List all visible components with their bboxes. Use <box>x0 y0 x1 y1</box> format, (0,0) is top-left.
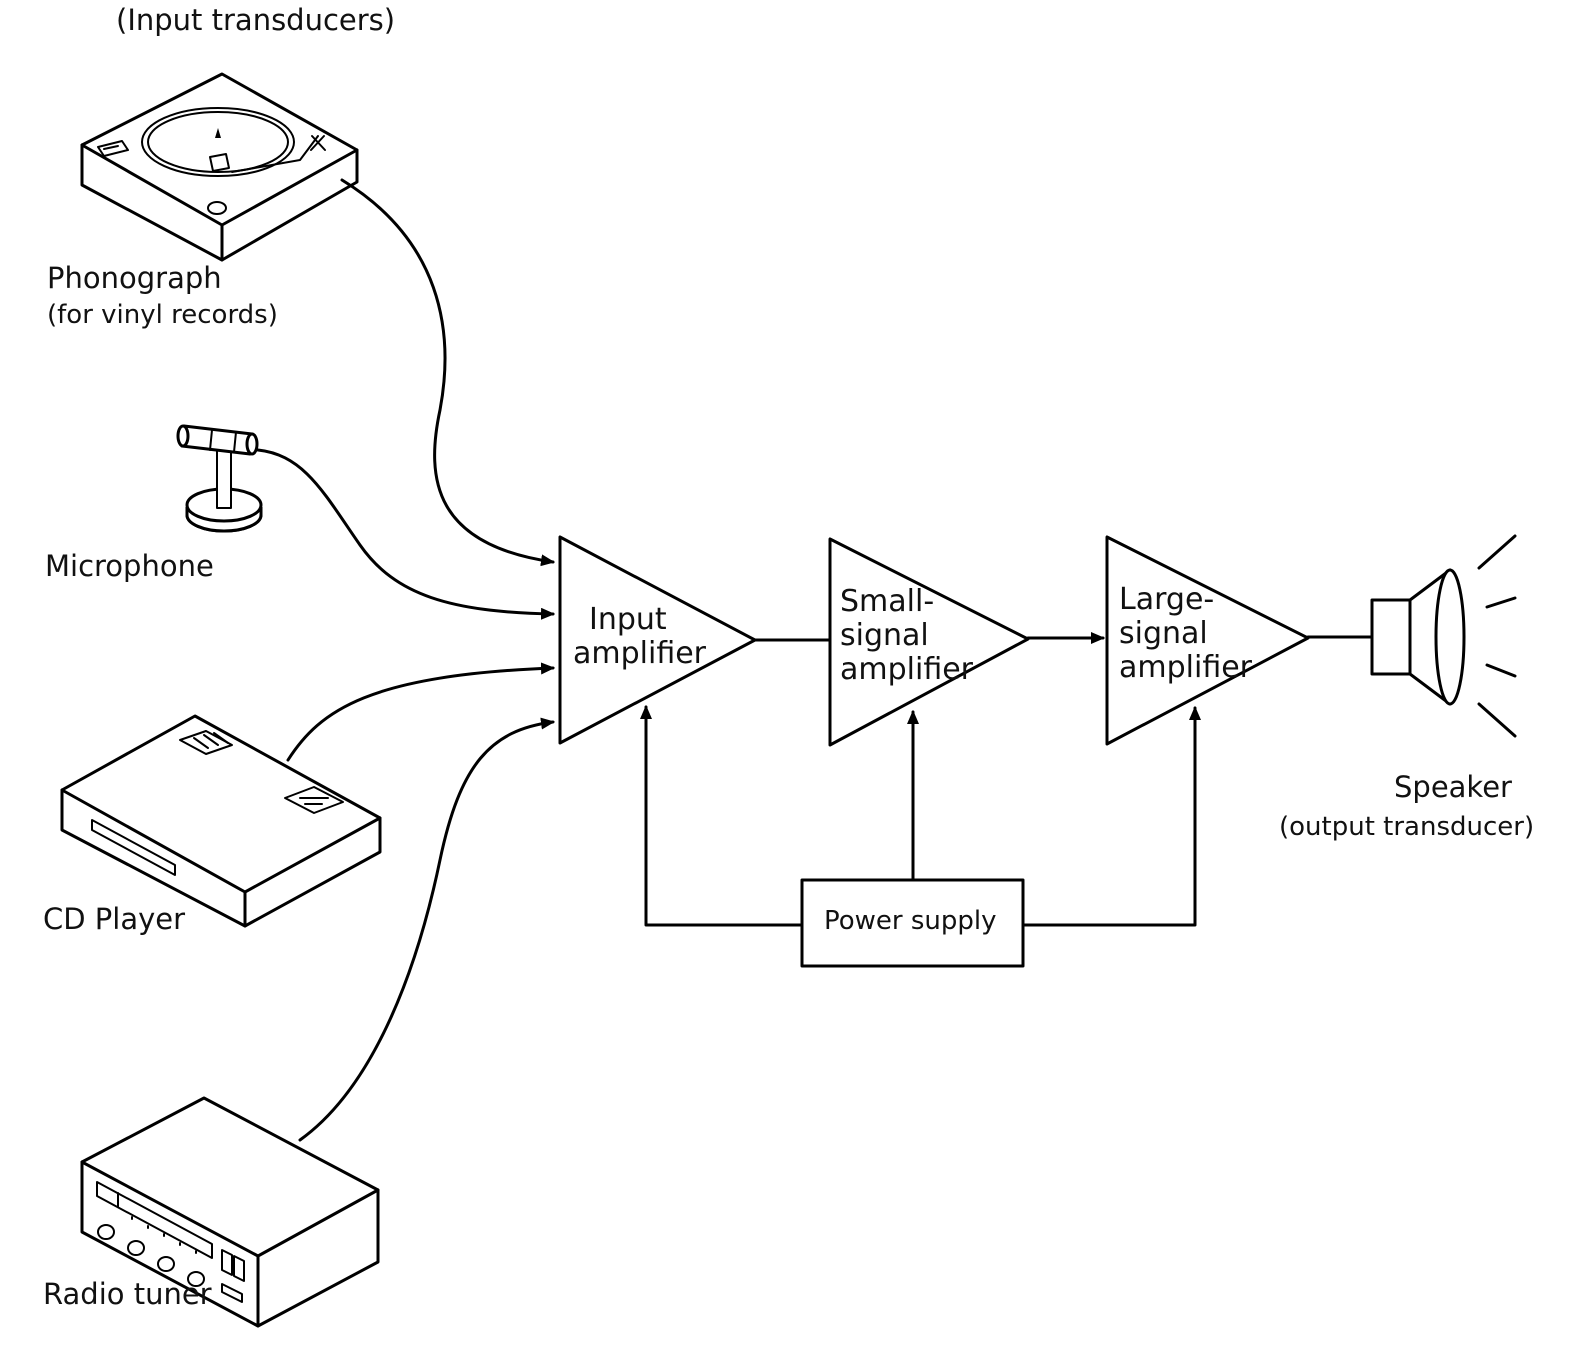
power-supply-label: Power supply <box>824 906 997 936</box>
large-signal-amplifier-symbol <box>1105 535 1310 746</box>
small-signal-line1: Small- <box>840 584 935 619</box>
input-transducers-title: (Input transducers) <box>116 3 396 37</box>
speaker-icon <box>1370 534 1517 738</box>
phonograph-icon <box>80 72 359 262</box>
microphone-label: Microphone <box>45 549 214 583</box>
cd-player-label: CD Player <box>43 902 186 936</box>
input-amplifier-label: Input amplifier <box>573 603 706 671</box>
input-amplifier-symbol <box>558 535 757 745</box>
wire-cd-player <box>286 662 555 762</box>
small-signal-amplifier-label: Small- signal amplifier <box>840 585 973 687</box>
power-feed-large-amp <box>1021 706 1201 927</box>
phonograph-label: Phonograph <box>47 261 222 295</box>
radio-tuner-icon <box>80 1096 380 1328</box>
large-signal-line3: amplifier <box>1119 650 1253 685</box>
speaker-label: Speaker <box>1394 770 1512 804</box>
wire-phonograph <box>340 178 555 567</box>
large-signal-line2: signal <box>1119 616 1208 651</box>
large-signal-amplifier-label: Large- signal amplifier <box>1119 583 1252 685</box>
large-signal-line1: Large- <box>1119 582 1215 617</box>
power-supply-box <box>800 878 1025 968</box>
cd-player-icon <box>60 714 382 928</box>
phonograph-note: (for vinyl records) <box>47 300 278 330</box>
small-signal-line3: amplifier <box>840 652 974 687</box>
wire-microphone <box>256 448 555 620</box>
power-feed-input-amp <box>640 705 804 927</box>
wire-radio-tuner <box>298 717 555 1142</box>
speaker-note: (output transducer) <box>1279 812 1535 842</box>
input-amplifier-line2: amplifier <box>573 636 707 671</box>
radio-tuner-label: Radio tuner <box>43 1277 212 1311</box>
microphone-icon <box>176 424 263 533</box>
input-amplifier-line1: Input <box>589 602 667 637</box>
small-signal-line2: signal <box>840 618 929 653</box>
small-signal-amplifier-symbol <box>828 537 1030 747</box>
